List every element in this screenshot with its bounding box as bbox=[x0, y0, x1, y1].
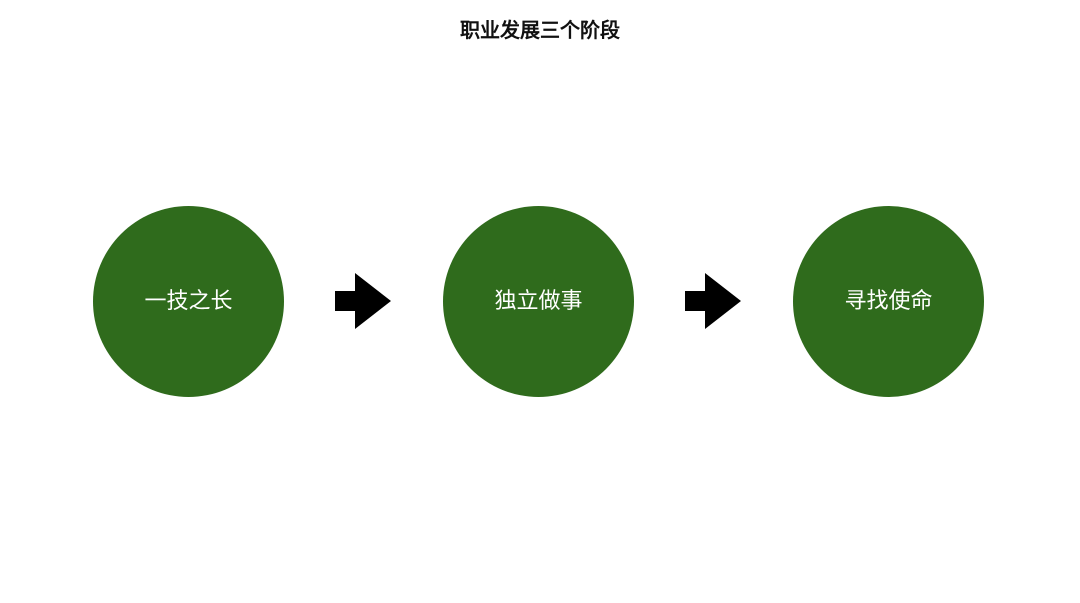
arrow-right-shape bbox=[335, 273, 391, 329]
stage-label-3: 寻找使命 bbox=[844, 288, 933, 314]
arrow-right-icon bbox=[335, 273, 391, 329]
stage-label-1: 一技之长 bbox=[144, 288, 233, 314]
stage-circle-2: 独立做事 bbox=[443, 206, 634, 397]
stage-label-2: 独立做事 bbox=[494, 288, 583, 314]
arrow-right-shape bbox=[685, 273, 741, 329]
stage-circle-1: 一技之长 bbox=[93, 206, 284, 397]
diagram-title: 职业发展三个阶段 bbox=[460, 18, 620, 42]
arrow-right-icon bbox=[685, 273, 741, 329]
stage-circle-3: 寻找使命 bbox=[793, 206, 984, 397]
